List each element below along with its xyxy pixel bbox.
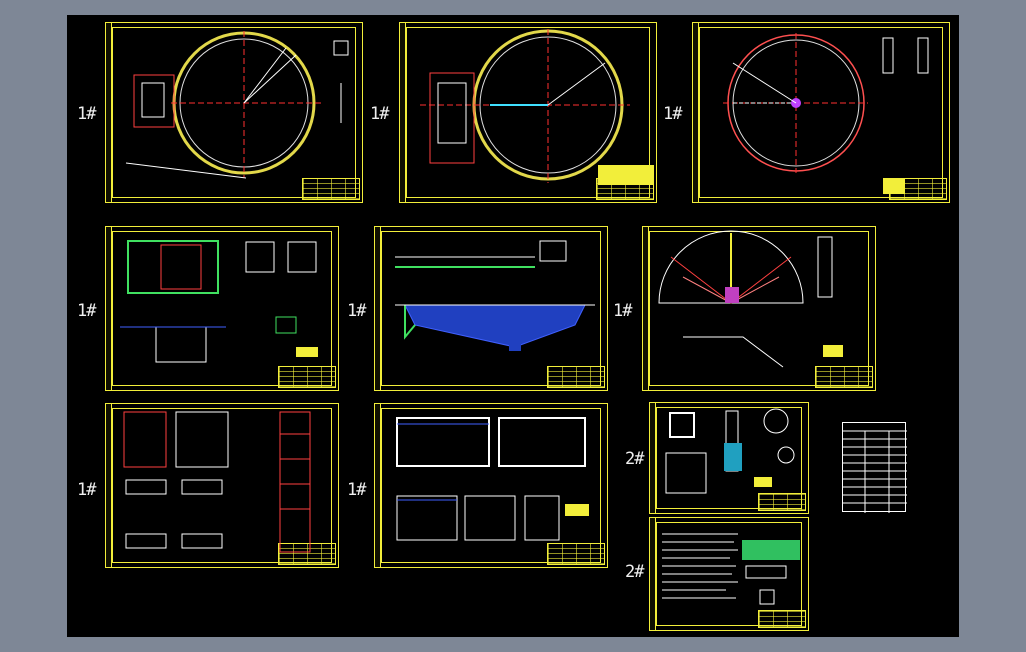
drawing-index-table[interactable] <box>842 422 907 513</box>
sheet-2-drawing <box>420 29 654 185</box>
sheet-4-drawing <box>120 240 318 363</box>
sheet-2-circular-tank-plan[interactable] <box>399 22 657 203</box>
sheet-label-2: 1# <box>370 104 390 124</box>
sheet-5-drawing <box>395 240 595 351</box>
sheet-label-10: 2# <box>625 562 645 582</box>
sheet-1-drawing <box>125 31 349 179</box>
sheet-8-wall-sections[interactable] <box>374 403 608 568</box>
sheet-label-4: 1# <box>77 301 97 321</box>
sheet-label-3: 1# <box>663 104 683 124</box>
sheet-3-drawing <box>723 33 929 194</box>
sheet-8-drawing <box>396 417 589 541</box>
sheet-7-drawing <box>123 411 311 553</box>
sheet-label-8: 1# <box>347 480 367 500</box>
sheet-label-9: 2# <box>625 449 645 469</box>
sheet-6-drawing <box>658 230 843 368</box>
sheet-9-drawing <box>665 408 795 494</box>
model-space-canvas[interactable]: 1# 1# <box>67 15 959 637</box>
drawing-index-grid <box>843 430 907 513</box>
sheet-9-node-details[interactable] <box>649 402 809 514</box>
sheet-label-7: 1# <box>77 480 97 500</box>
sheet-3-circular-tank-plan[interactable] <box>692 22 950 203</box>
sheet-6-half-plan-reinforcement[interactable] <box>642 226 876 391</box>
sheet-10-design-notes[interactable] <box>649 517 809 631</box>
sheet-label-1: 1# <box>77 104 97 124</box>
sheet-4-pump-room-details[interactable] <box>105 226 339 391</box>
sheet-1-circular-tank-plan[interactable] <box>105 22 363 203</box>
sheet-5-tank-section[interactable] <box>374 226 608 391</box>
sheet-label-5: 1# <box>347 301 367 321</box>
sheet-10-drawing <box>662 533 800 605</box>
sheet-7-column-details[interactable] <box>105 403 339 568</box>
sheet-label-6: 1# <box>613 301 633 321</box>
